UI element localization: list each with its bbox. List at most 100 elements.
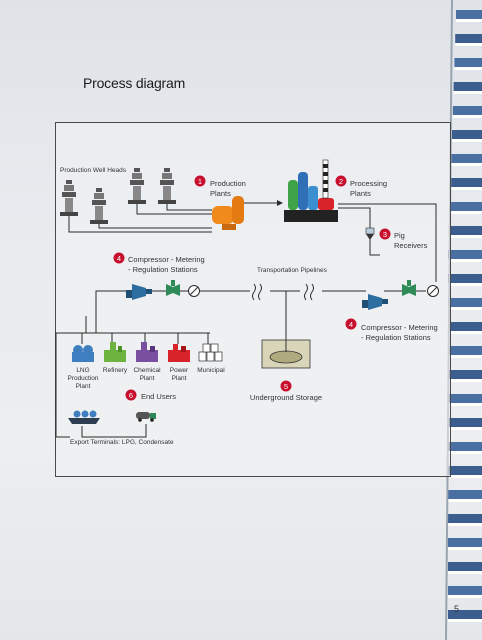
stair-step	[455, 34, 482, 43]
stair-step	[450, 178, 482, 187]
end-user-label: Municipal	[197, 367, 225, 374]
compressor-left-icon	[126, 284, 152, 300]
stair-edge	[448, 595, 482, 598]
stair-edge	[451, 163, 482, 166]
stair-edge	[452, 139, 482, 142]
truck-icon	[136, 412, 156, 422]
well-head-icon	[90, 188, 108, 224]
stair-edge	[450, 187, 482, 190]
stair-edge	[448, 523, 482, 526]
meter-right-icon	[427, 285, 439, 297]
stair-step	[448, 418, 482, 427]
stair-edge	[448, 283, 482, 286]
step-3-label-line1: Pig	[394, 231, 405, 240]
step-3-label-line2: Receivers	[394, 241, 428, 250]
stair-step	[448, 370, 482, 379]
stair-step	[449, 202, 482, 211]
stair-step	[451, 154, 482, 163]
distribution-lines	[72, 332, 210, 344]
step-2-label-line2: Plants	[350, 189, 371, 198]
step-4b-badge	[345, 318, 357, 330]
pipelines-label: Transportation Pipelines	[257, 267, 328, 274]
stair-edge	[448, 379, 482, 382]
end-user-label: Plant	[172, 375, 187, 382]
stair-edge	[456, 19, 482, 22]
step-4b-label-line1: Compressor - Metering	[361, 323, 438, 332]
step-4b-number: 4	[349, 320, 353, 329]
end-user-label: Refinery	[103, 367, 128, 374]
export-lines	[81, 424, 147, 438]
stair-step	[452, 106, 482, 115]
stair-edge	[448, 619, 482, 622]
compressor-right-icon	[362, 294, 388, 310]
stair-step	[448, 538, 482, 547]
stair-edge	[448, 475, 482, 478]
step-5-badge	[280, 380, 292, 392]
stair-step	[448, 274, 482, 283]
stair-edge	[448, 451, 482, 454]
well-head-icon	[158, 168, 176, 204]
step-6-label: End Users	[141, 392, 176, 401]
step-4a-badge	[113, 252, 125, 264]
stair-step	[454, 58, 482, 67]
stair-edge	[448, 571, 482, 574]
step-5-label: Underground Storage	[250, 393, 322, 402]
step-1-label-line1: Production	[210, 179, 246, 188]
end-user-label: Production	[67, 375, 98, 382]
stair-edge	[455, 43, 482, 46]
ship-icon	[68, 410, 100, 424]
processing-outlet-lines	[338, 203, 437, 282]
stair-step	[448, 490, 482, 499]
pipeline-break-marks	[252, 283, 314, 301]
stair-step	[453, 82, 482, 91]
step-1-badge	[194, 175, 206, 187]
stair-edge	[448, 355, 482, 358]
step-4b-label-line2: - Regulation Stations	[361, 333, 431, 342]
well-head-icon	[128, 168, 146, 204]
step-6-badge	[125, 389, 137, 401]
chemical-plant-icon	[136, 342, 158, 362]
stair-edge	[449, 211, 482, 214]
stair-step	[448, 250, 482, 259]
valve-left-icon	[166, 280, 180, 296]
step-1-label-line2: Plants	[210, 189, 231, 198]
step-3-badge	[379, 228, 391, 240]
stair-step	[448, 466, 482, 475]
main-pipeline	[55, 290, 426, 438]
step-4a-label-line2: - Regulation Stations	[128, 265, 198, 274]
municipal-icon	[198, 343, 223, 362]
meter-left-icon	[188, 285, 200, 297]
stair-step	[448, 226, 482, 235]
stair-edge	[448, 235, 482, 238]
processing-plant-icon	[284, 159, 338, 222]
pig-receiver-icon	[365, 227, 375, 240]
step-2-label-line1: Processing	[350, 179, 387, 188]
stair-edge	[452, 115, 482, 118]
production-plant-icon	[212, 196, 244, 230]
refinery-icon	[104, 342, 126, 362]
valve-right-icon	[402, 280, 416, 296]
stair-edge	[448, 547, 482, 550]
export-label: Export Terminals: LPG, Condensate	[70, 439, 174, 446]
end-user-label: Chemical	[133, 367, 161, 374]
underground-storage-icon	[261, 338, 311, 369]
stair-step	[448, 322, 482, 331]
stair-step	[448, 586, 482, 595]
page-title: Process diagram	[83, 75, 186, 91]
end-user-label: Plant	[140, 375, 155, 382]
stair-step	[452, 130, 482, 139]
stair-edge	[448, 307, 482, 310]
well-heads-label: Production Well Heads	[60, 167, 127, 174]
stair-step	[448, 514, 482, 523]
stair-step	[456, 10, 482, 19]
stair-edge	[453, 91, 482, 94]
stair-edge	[448, 499, 482, 502]
stair-edge	[448, 331, 482, 334]
power-plant-icon	[168, 344, 190, 362]
stair-edge	[448, 403, 482, 406]
step-2-badge	[335, 175, 347, 187]
gathering-lines	[68, 204, 212, 233]
stair-step	[448, 562, 482, 571]
step-5-number: 5	[284, 382, 288, 391]
